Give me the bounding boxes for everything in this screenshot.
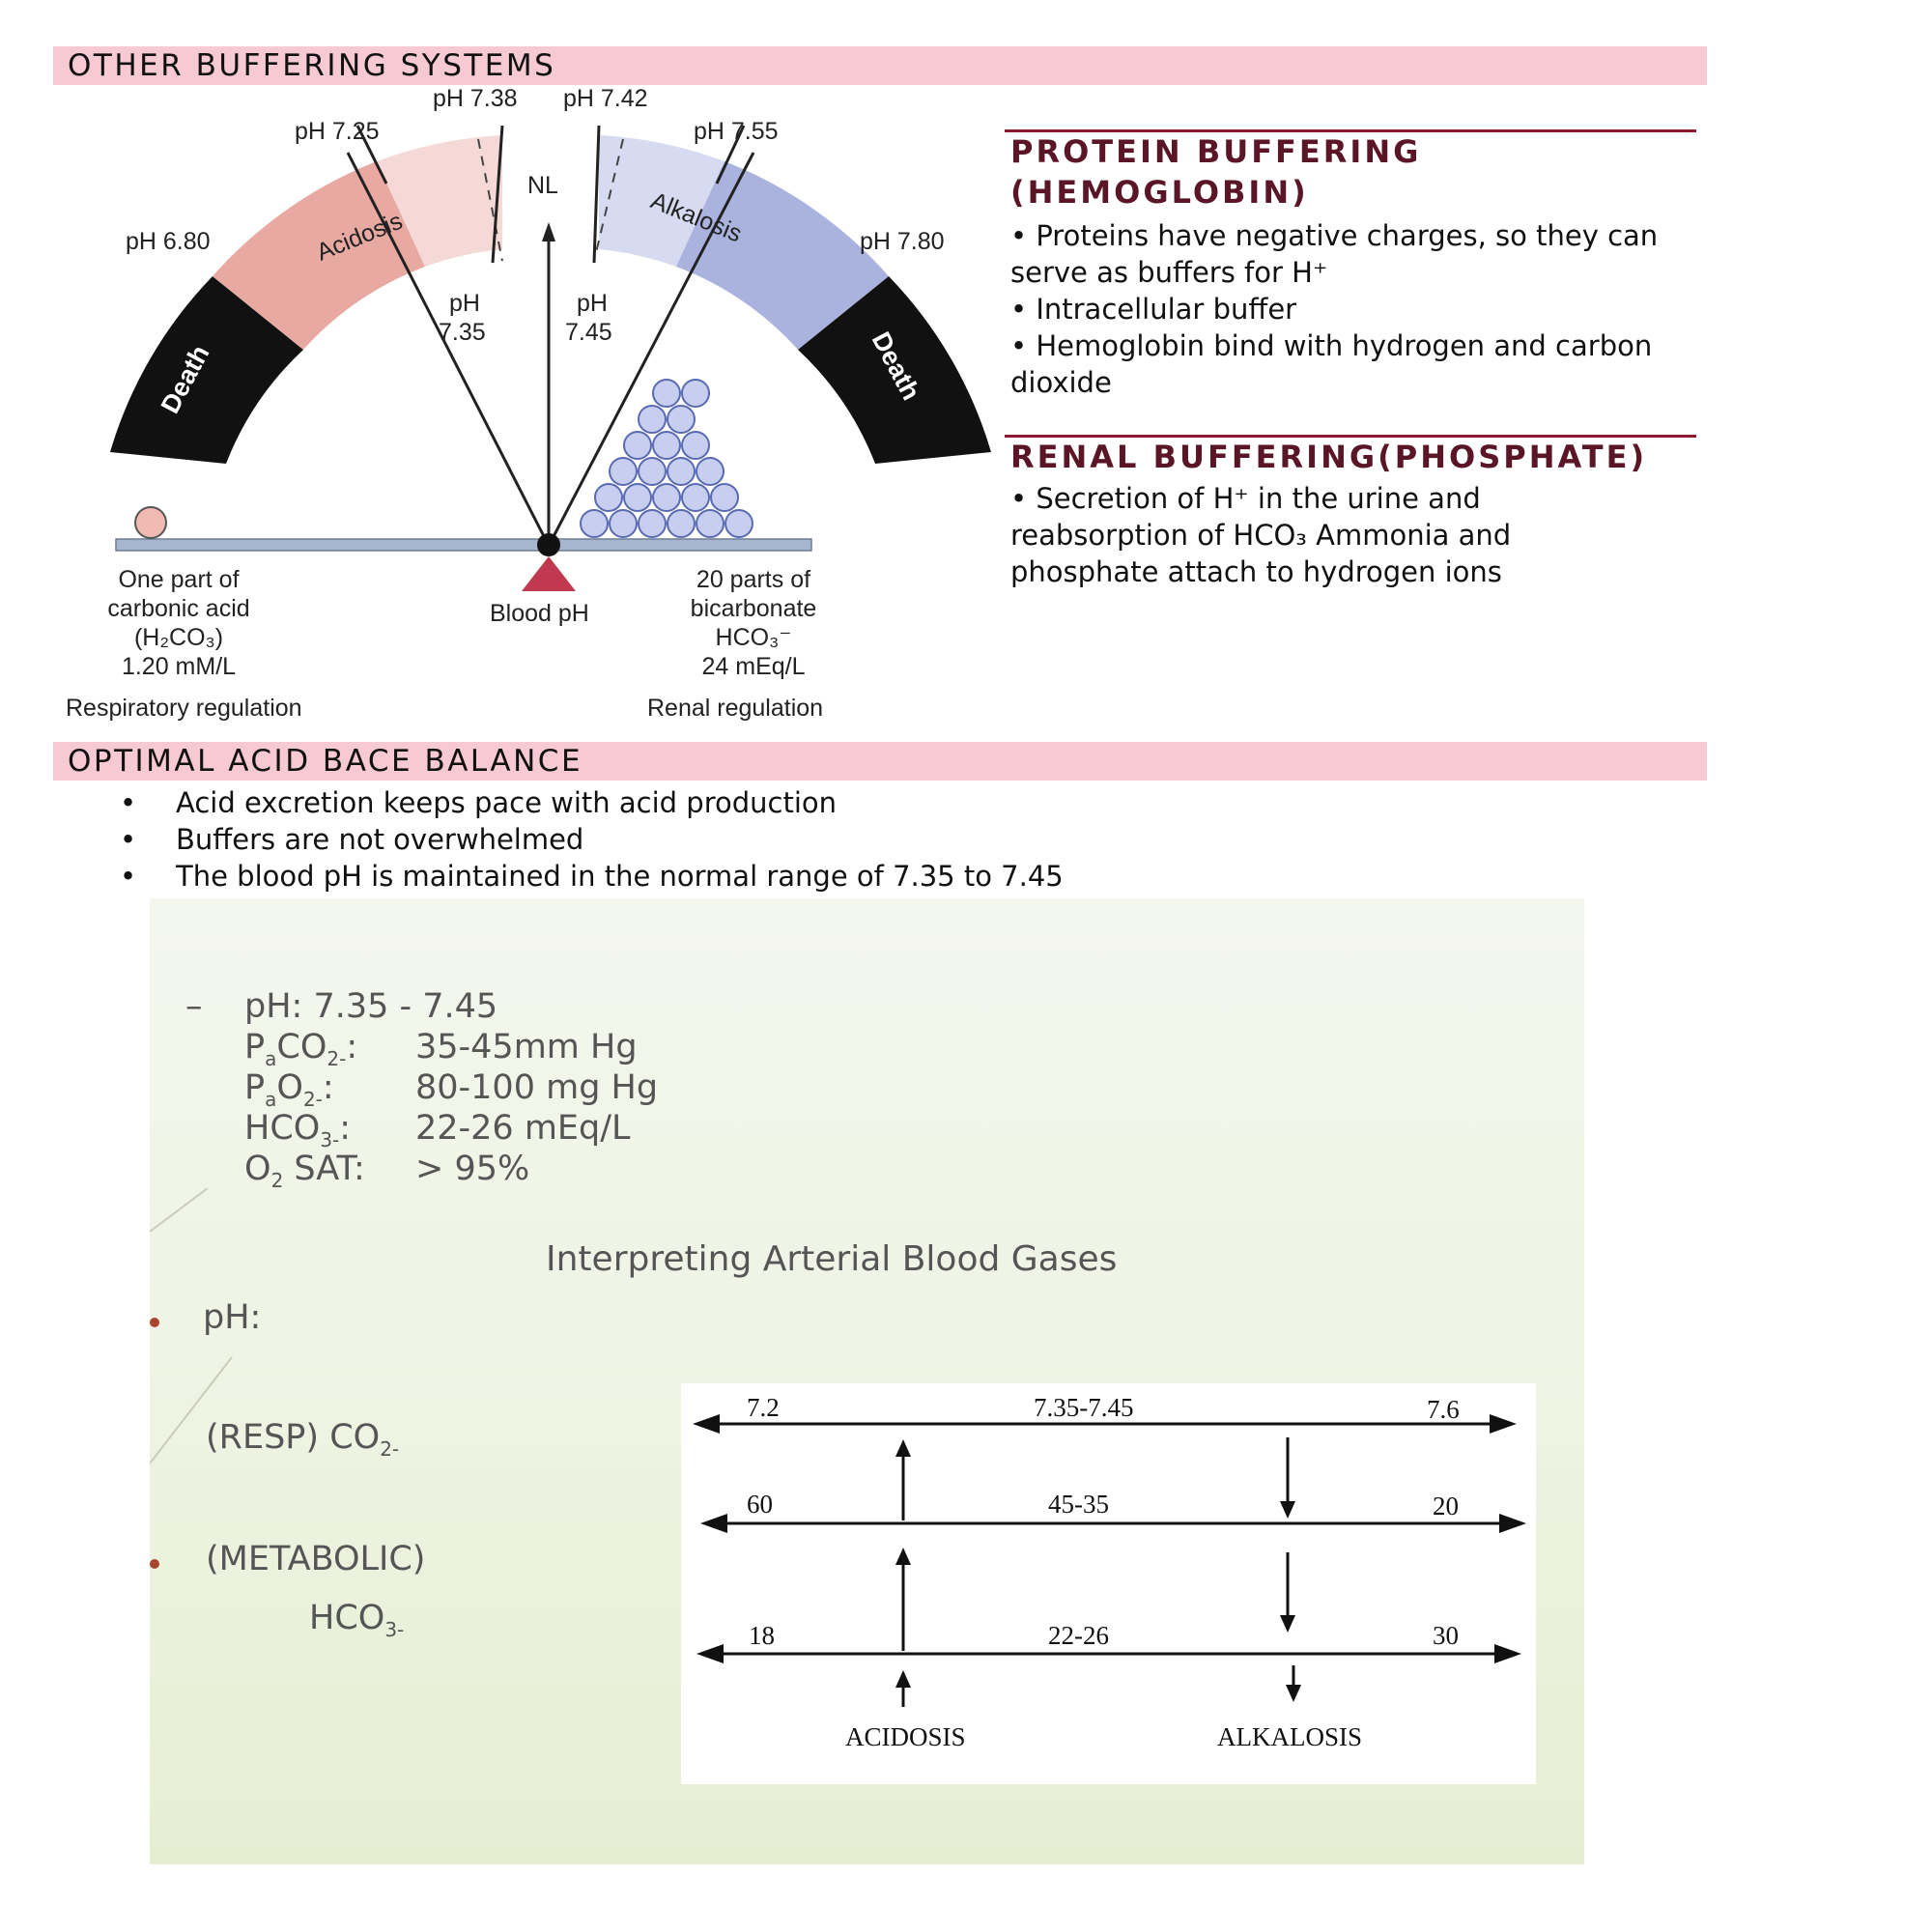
ph-balance-gauge: pH 6.80 pH 7.25 pH 7.38 pH 7.42 pH 7.55 … bbox=[110, 85, 991, 627]
optimal-bullets: Acid excretion keeps pace with acid prod… bbox=[116, 784, 1064, 895]
row2-mid: 45-35 bbox=[1048, 1490, 1109, 1519]
respiratory-regulation: Respiratory regulation bbox=[66, 695, 302, 722]
row2-right: 20 bbox=[1433, 1492, 1459, 1520]
label-ph-735: 7.35 bbox=[439, 319, 486, 346]
label-ph-755: pH 7.55 bbox=[694, 118, 779, 145]
renal-title: RENAL BUFFERING(PHOSPHATE) bbox=[1010, 439, 1648, 475]
carbonic-acid-caption: One part of carbonic acid (H₂CO₃) 1.20 m… bbox=[107, 566, 250, 680]
row2-left: 60 bbox=[747, 1490, 773, 1519]
paco2-label: PaCO2-: bbox=[244, 1028, 358, 1070]
section-header-optimal-balance: OPTIMAL ACID BACE BALANCE bbox=[53, 742, 1707, 781]
list-item: Buffers are not overwhelmed bbox=[116, 821, 1064, 858]
section-title: OTHER BUFFERING SYSTEMS bbox=[68, 48, 556, 83]
label-ph-735-top: pH bbox=[449, 290, 480, 317]
row1-left: 7.2 bbox=[747, 1393, 780, 1422]
protein-text: • Proteins have negative charges, so the… bbox=[1010, 219, 1659, 399]
abg-interpretation-diagram: 7.2 7.35-7.45 7.6 60 45-35 20 18 22-26 3… bbox=[681, 1383, 1536, 1784]
slide-decoration bbox=[150, 1188, 233, 1464]
bicarbonate-caption: 20 parts of bicarbonate HCO₃⁻ 24 mEq/L bbox=[690, 566, 817, 680]
o2sat-label: O2 SAT: bbox=[244, 1150, 365, 1192]
renal-rule bbox=[1005, 435, 1696, 438]
label-ph-725: pH 7.25 bbox=[295, 118, 380, 145]
label-ph-745: 7.45 bbox=[565, 319, 612, 346]
acidosis-label: ACIDOSIS bbox=[845, 1722, 966, 1751]
label-ph-745-top: pH bbox=[577, 290, 608, 317]
protein-title-1: PROTEIN BUFFERING bbox=[1010, 133, 1422, 170]
label-ph-742: pH 7.42 bbox=[563, 85, 648, 112]
slide-bullet bbox=[150, 1318, 159, 1327]
hco3-label: HCO3-: bbox=[244, 1109, 352, 1151]
label-normal: NL bbox=[527, 172, 558, 199]
slide-ph-range: pH: 7.35 - 7.45 bbox=[244, 987, 498, 1026]
list-item: The blood pH is maintained in the normal… bbox=[116, 858, 1064, 895]
renal-regulation: Renal regulation bbox=[647, 695, 824, 722]
row3-left: 18 bbox=[749, 1621, 775, 1650]
balance-beam bbox=[115, 538, 812, 552]
section-header-other-buffering: OTHER BUFFERING SYSTEMS bbox=[53, 46, 1707, 85]
row1-mid: 7.35-7.45 bbox=[1034, 1393, 1134, 1422]
row3-mid: 22-26 bbox=[1048, 1621, 1109, 1650]
hco3-value: 22-26 mEq/L bbox=[415, 1109, 631, 1148]
slide-hco3: HCO3- bbox=[309, 1599, 405, 1641]
protein-rule bbox=[1005, 129, 1696, 132]
label-blood-ph: Blood pH bbox=[490, 600, 589, 627]
slide-bullet bbox=[150, 1559, 159, 1569]
alkalosis-zone bbox=[676, 161, 889, 350]
alkalosis-label: ALKALOSIS bbox=[1217, 1722, 1362, 1751]
slide-ph-label: pH: bbox=[203, 1298, 262, 1337]
death-zone-left bbox=[110, 276, 303, 464]
label-ph-680: pH 6.80 bbox=[126, 228, 211, 255]
acidosis-light-zone bbox=[377, 135, 502, 267]
paco2-value: 35-45mm Hg bbox=[415, 1028, 638, 1066]
fulcrum bbox=[522, 556, 576, 591]
interpreting-title: Interpreting Arterial Blood Gases bbox=[546, 1239, 1118, 1279]
row3-right: 30 bbox=[1433, 1621, 1459, 1650]
list-item: Acid excretion keeps pace with acid prod… bbox=[116, 784, 1064, 821]
protein-title-2: (HEMOGLOBIN) bbox=[1010, 174, 1309, 211]
section-title: OPTIMAL ACID BACE BALANCE bbox=[68, 744, 583, 779]
death-zone-right bbox=[798, 276, 991, 464]
label-ph-780: pH 7.80 bbox=[860, 228, 945, 255]
alkalosis-light-zone bbox=[599, 135, 724, 267]
bicarbonate-balls bbox=[580, 379, 753, 538]
renal-text: • Secretion of H⁺ in the urine and reabs… bbox=[1010, 482, 1512, 588]
pao2-value: 80-100 mg Hg bbox=[415, 1068, 659, 1107]
pao2-label: PaO2-: bbox=[244, 1068, 334, 1111]
row1-right: 7.6 bbox=[1427, 1395, 1460, 1424]
o2sat-value: > 95% bbox=[415, 1150, 530, 1188]
slide-dash: – bbox=[185, 987, 203, 1026]
slide-resp-co2: (RESP) CO2- bbox=[206, 1418, 400, 1461]
acidosis-zone bbox=[213, 161, 425, 350]
slide-metabolic: (METABOLIC) bbox=[206, 1540, 426, 1578]
label-ph-738: pH 7.38 bbox=[433, 85, 518, 112]
carbonic-acid-ball bbox=[134, 506, 167, 539]
